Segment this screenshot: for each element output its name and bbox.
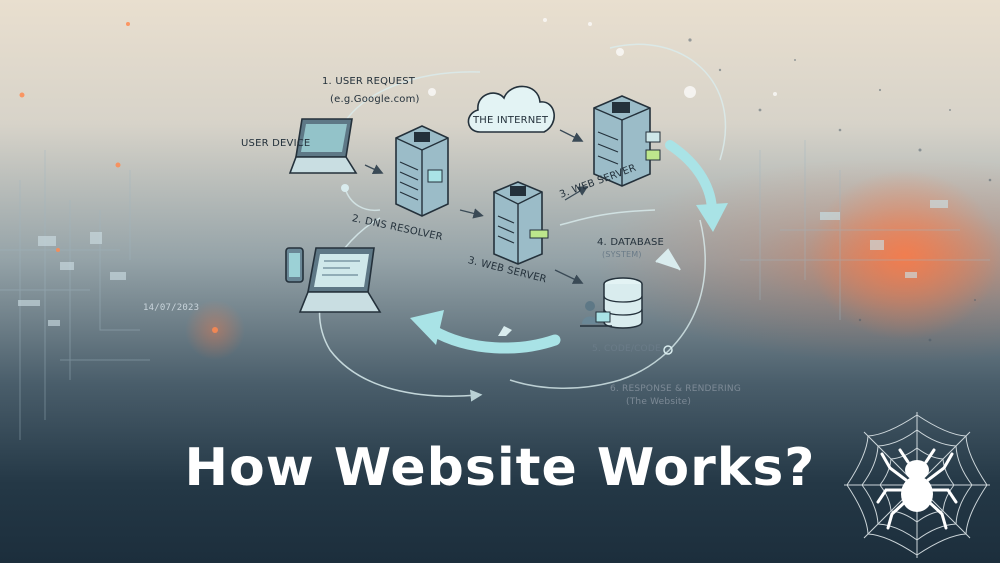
response-rendering-label: 6. RESPONSE & RENDERING xyxy=(610,384,741,394)
server-icon xyxy=(593,95,661,187)
user-request-example: (e.g.Google.com) xyxy=(330,94,420,105)
server-icon xyxy=(493,181,549,265)
user-device-label: USER DEVICE xyxy=(241,138,311,149)
database-icon xyxy=(603,277,643,329)
spider-web-icon xyxy=(844,412,990,558)
code-label: 5. CODE/CODE xyxy=(592,344,661,354)
page-title: How Website Works? xyxy=(184,438,816,498)
response-rendering-sub-label: (The Website) xyxy=(626,397,692,407)
side-date-text: 14/07/2023 xyxy=(143,303,200,313)
laptop-icon xyxy=(298,247,382,313)
server-icon xyxy=(395,125,449,217)
developer-icon xyxy=(580,301,612,327)
database-sub-label: (SYSTEM) xyxy=(602,250,642,259)
phone-icon xyxy=(285,247,304,283)
cursor-icon xyxy=(498,326,512,336)
laptop-icon xyxy=(288,118,358,174)
cloud-icon xyxy=(467,85,555,133)
internet-label: THE INTERNET xyxy=(473,115,549,126)
user-request-label: 1. USER REQUEST xyxy=(322,76,416,87)
database-label: 4. DATABASE xyxy=(597,237,665,248)
